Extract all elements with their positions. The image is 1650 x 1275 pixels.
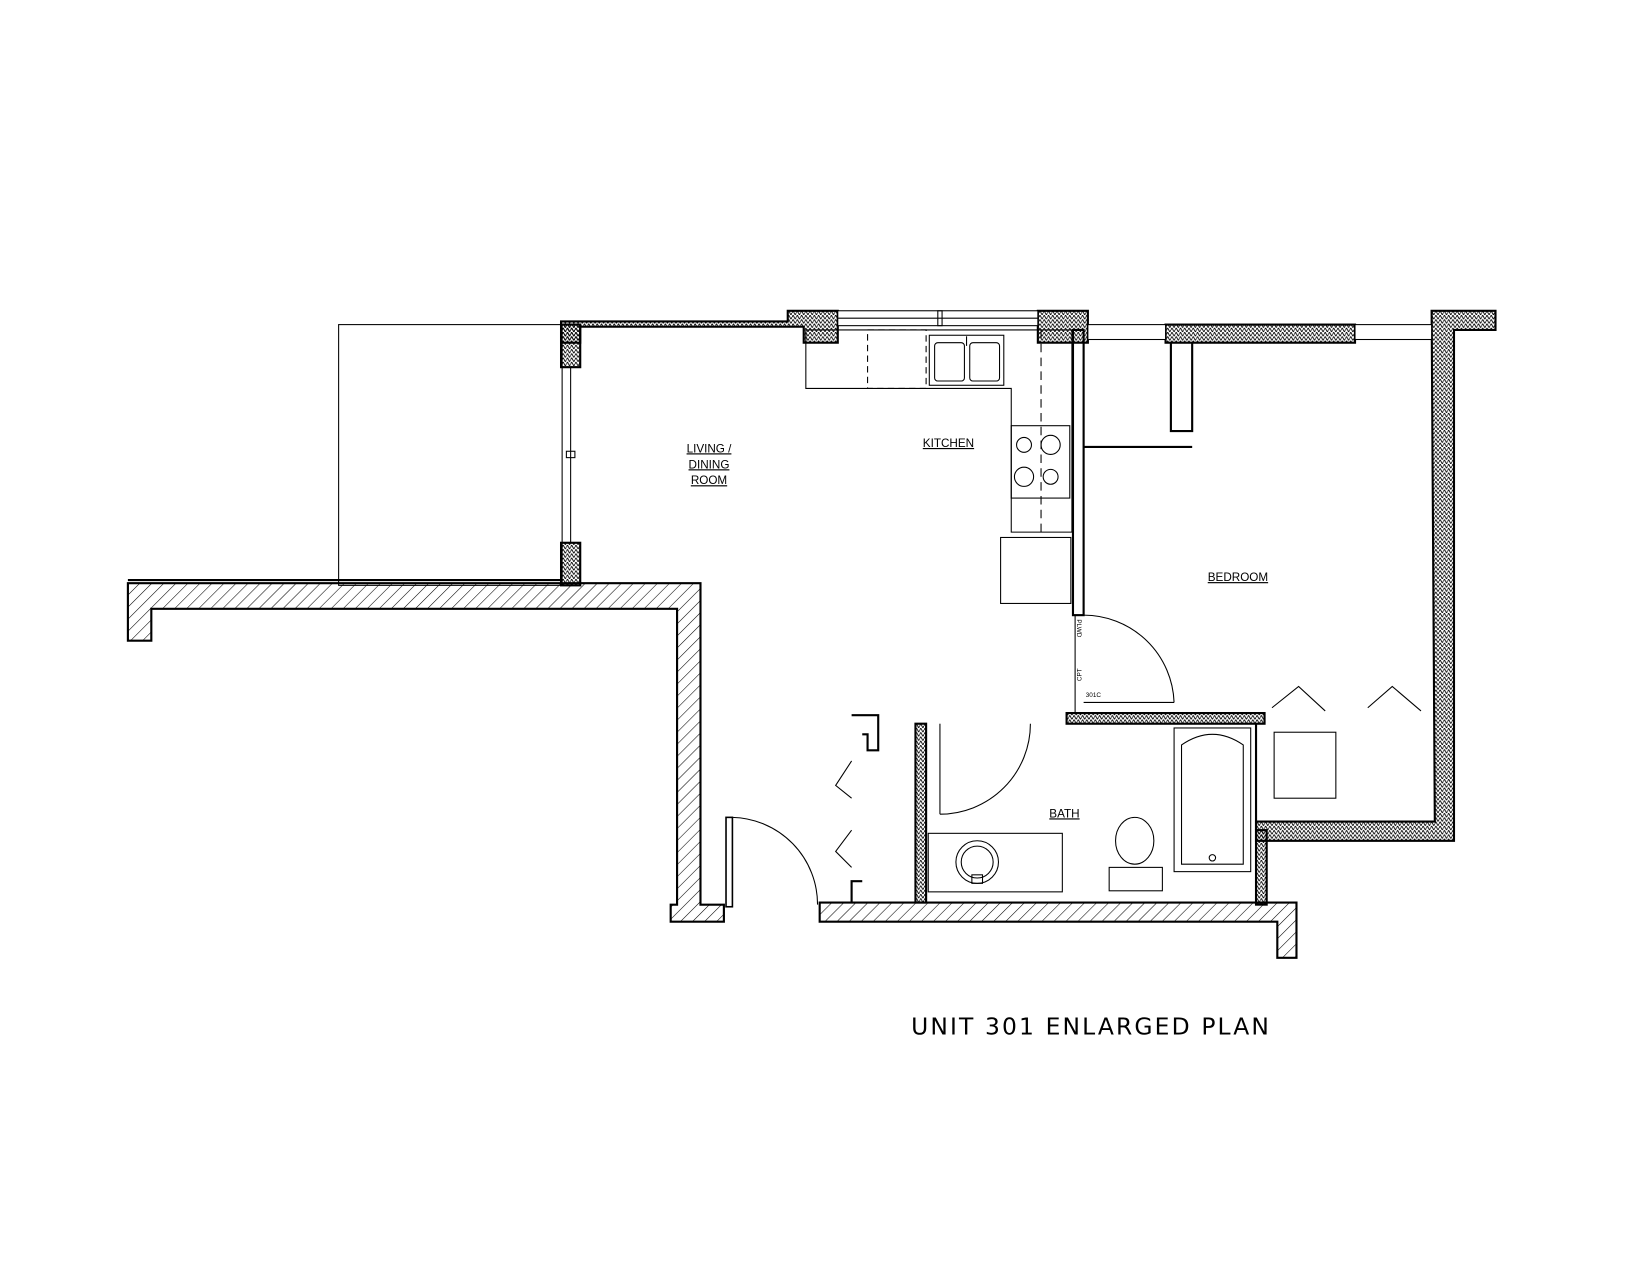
room-label-kitchen: KITCHEN (923, 437, 974, 450)
floor-finish-plwd: PLWD (1075, 619, 1082, 637)
refrigerator (1000, 536, 1072, 604)
window (837, 310, 1433, 341)
bath-door[interactable] (939, 723, 1031, 815)
balcony (338, 323, 582, 587)
bathtub (1173, 727, 1252, 873)
closet-door[interactable] (834, 685, 1422, 868)
drawing-title: UNIT 301 ENLARGED PLAN (911, 1012, 1271, 1040)
room-label-dining: DINING (689, 458, 730, 471)
room-label-room: ROOM (691, 474, 727, 487)
room-label-bedroom: BEDROOM (1208, 571, 1268, 584)
range-stove (1010, 425, 1071, 499)
toilet (1108, 816, 1163, 892)
kitchen-sink (928, 334, 1005, 386)
kitchen-counter (805, 329, 1073, 533)
corridor-wall (126, 578, 1298, 959)
room-label-living: LIVING / (687, 442, 733, 455)
floor-finish-cpt: CPT (1076, 668, 1083, 681)
entry-door[interactable] (725, 816, 819, 908)
room-label-bath: BATH (1049, 807, 1079, 820)
door-tag: 301C (1086, 692, 1102, 699)
bedroom-furniture (1273, 731, 1337, 799)
vanity-sink (927, 832, 1063, 893)
interior-walls (850, 328, 1266, 904)
bedroom-door[interactable] (1083, 614, 1175, 703)
